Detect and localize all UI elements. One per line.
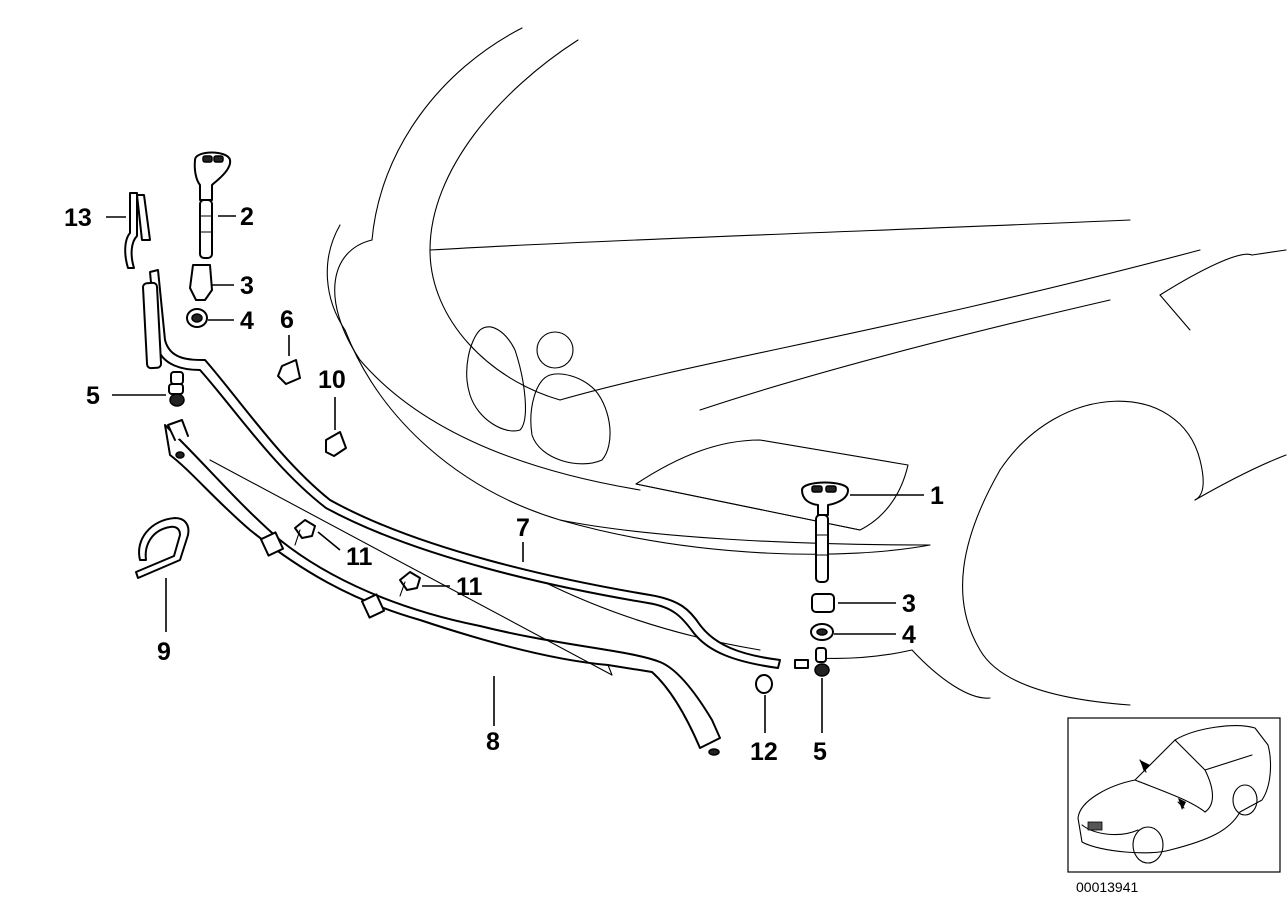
pipe-13 bbox=[124, 192, 151, 269]
callout-9: 9 bbox=[157, 638, 171, 666]
callout-5-right: 5 bbox=[813, 738, 827, 766]
nozzle-1 bbox=[801, 481, 849, 583]
screw-11-upper bbox=[294, 519, 316, 546]
callout-4-left: 4 bbox=[240, 307, 254, 335]
callout-2: 2 bbox=[240, 203, 254, 231]
vehicle-thumbnail bbox=[1067, 717, 1281, 873]
callout-11-lower: 11 bbox=[456, 573, 483, 601]
screw-11-lower bbox=[399, 571, 421, 597]
grommet-4-left bbox=[186, 308, 208, 328]
callout-4-right: 4 bbox=[902, 621, 916, 649]
sleeve-3-left bbox=[189, 264, 213, 301]
callout-8: 8 bbox=[486, 728, 500, 756]
nozzle-2 bbox=[193, 151, 232, 259]
callout-3-right: 3 bbox=[902, 590, 916, 618]
callout-10: 10 bbox=[318, 366, 346, 394]
washer-hose-7 bbox=[142, 269, 781, 669]
callout-5-left: 5 bbox=[86, 382, 100, 410]
clip-10 bbox=[325, 431, 347, 457]
plug-12 bbox=[755, 674, 773, 694]
connector-5-right bbox=[794, 647, 830, 677]
cable-tie-9 bbox=[135, 517, 190, 579]
callout-labels: 13 2 3 4 6 10 5 1 7 3 4 11 11 9 8 12 5 bbox=[64, 203, 944, 766]
callout-11-upper: 11 bbox=[346, 543, 373, 571]
callout-6: 6 bbox=[280, 306, 294, 334]
callout-3-left: 3 bbox=[240, 272, 254, 300]
connector-5-left bbox=[168, 371, 185, 407]
sleeve-3-right bbox=[811, 593, 835, 613]
callout-1: 1 bbox=[930, 482, 944, 510]
bracket-rail-8 bbox=[164, 419, 721, 756]
reference-number: 00013941 bbox=[1076, 879, 1139, 895]
callout-13: 13 bbox=[64, 204, 92, 232]
leader-lines bbox=[106, 215, 924, 733]
callout-7: 7 bbox=[516, 514, 530, 542]
grommet-4-right bbox=[810, 623, 834, 641]
callout-12: 12 bbox=[750, 738, 778, 766]
car-body-outline bbox=[326, 27, 1287, 706]
clip-6 bbox=[277, 359, 301, 385]
